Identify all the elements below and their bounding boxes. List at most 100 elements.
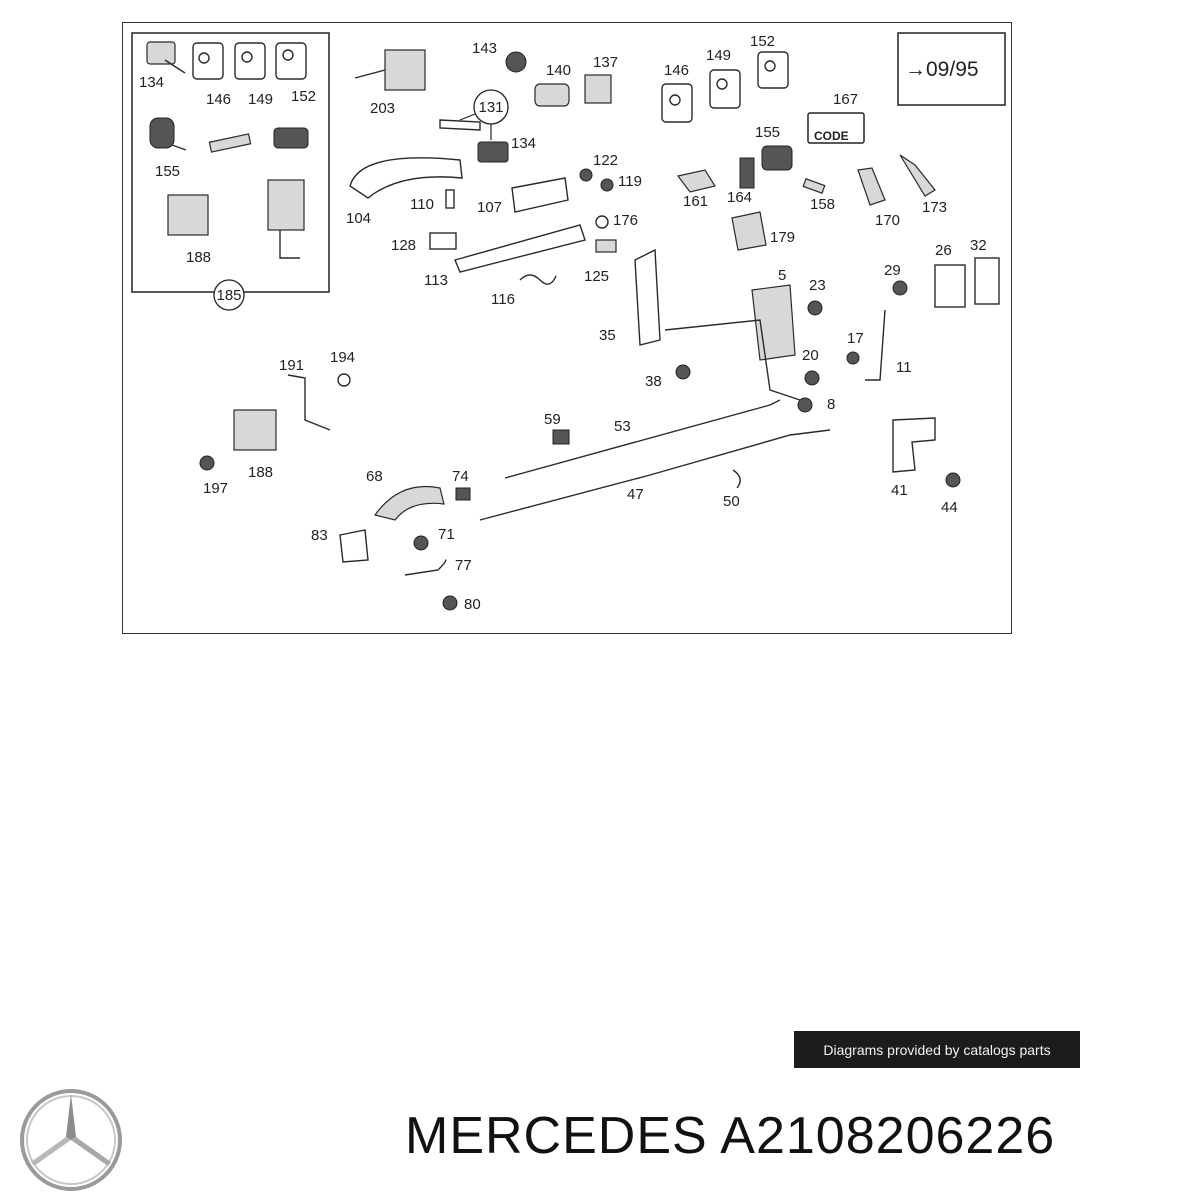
part-label-155a: 155 [155, 163, 180, 180]
part-label-50: 50 [723, 493, 740, 510]
part-158-pin [802, 178, 826, 194]
part-label-167: 167 [833, 91, 858, 108]
part-152-key [757, 51, 789, 89]
code-plate [807, 112, 865, 144]
part-switch-inset [273, 127, 309, 149]
part-key-inset-149 [234, 42, 266, 80]
part-label-197: 197 [203, 480, 228, 497]
mercedes-star-icon [20, 1089, 122, 1191]
part-label-26: 26 [935, 242, 952, 259]
part-170-lever [857, 167, 886, 206]
part-203-actuator [354, 49, 426, 91]
part-125-bolt [595, 239, 617, 253]
part-140-cover [534, 83, 570, 107]
part-53-cable [504, 399, 781, 479]
part-label-179: 179 [770, 229, 795, 246]
part-173-lever [899, 154, 936, 197]
part-label-20: 20 [802, 347, 819, 364]
part-label-137: 137 [593, 54, 618, 71]
part-label-152b: 152 [750, 33, 775, 50]
part-label-191: 191 [279, 357, 304, 374]
part-label-173: 173 [922, 199, 947, 216]
part-164-key-blank [739, 157, 755, 189]
part-lock-mechanism-inset [267, 179, 305, 259]
part-label-125: 125 [584, 268, 609, 285]
part-label-53: 53 [614, 418, 631, 435]
part-149-key [709, 69, 741, 109]
part-label-71: 71 [438, 526, 455, 543]
part-label-194: 194 [330, 349, 355, 366]
part-label-140: 140 [546, 62, 571, 79]
part-label-74: 74 [452, 468, 469, 485]
part-label-44: 44 [941, 499, 958, 516]
part-47-cable [479, 429, 831, 521]
part-5-lock [751, 284, 796, 361]
part-label-68: 68 [366, 468, 383, 485]
part-cylinder-inset [208, 133, 252, 153]
part-label-8: 8 [827, 396, 835, 413]
part-label-59: 59 [544, 411, 561, 428]
part-35-bracket [634, 248, 661, 346]
part-113-carrier [454, 224, 586, 273]
part-41-latch [892, 417, 936, 473]
part-119-screw [600, 178, 614, 192]
part-194-nut [337, 373, 351, 387]
part-116-spring [519, 274, 557, 285]
part-key-inset-152 [275, 42, 307, 80]
part-label-77: 77 [455, 557, 472, 574]
date-code-label: →09/95 [905, 58, 979, 81]
brand-part-title: MERCEDES A2108206226 [405, 1107, 1056, 1165]
part-label-146b: 146 [664, 62, 689, 79]
inset-callout-label: 185 [216, 287, 241, 304]
part-label-104: 104 [346, 210, 371, 227]
callout-131-label: 131 [478, 99, 503, 116]
part-110-pin [445, 189, 455, 209]
part-label-32: 32 [970, 237, 987, 254]
code-plate-label: CODE [814, 129, 849, 143]
part-74-clip [455, 487, 471, 501]
part-143-cap [505, 51, 527, 73]
part-32-plate [974, 257, 1000, 305]
part-68-inner-handle [373, 485, 445, 521]
part-128-cover [429, 232, 457, 250]
part-122-screw [579, 168, 593, 182]
part-label-158: 158 [810, 196, 835, 213]
part-label-83: 83 [311, 527, 328, 544]
part-lock-cylinder-inset [146, 41, 186, 74]
part-155-remote [761, 145, 793, 171]
part-11-rod [865, 309, 886, 381]
part-71-screw [413, 535, 429, 551]
part-label-188a: 188 [186, 249, 211, 266]
part-label-143: 143 [472, 40, 497, 57]
part-label-41: 41 [891, 482, 908, 499]
part-label-29: 29 [884, 262, 901, 279]
part-control-unit-inset [167, 194, 209, 236]
part-137-clip [584, 74, 612, 104]
part-146-key [661, 83, 693, 123]
part-label-149a: 149 [248, 91, 273, 108]
part-label-122: 122 [593, 152, 618, 169]
part-label-128: 128 [391, 237, 416, 254]
part-label-161: 161 [683, 193, 708, 210]
part-label-149b: 149 [706, 47, 731, 64]
part-label-146a: 146 [206, 91, 231, 108]
part-label-155b: 155 [755, 124, 780, 141]
part-20-screw [804, 370, 820, 386]
part-179-plate [731, 211, 767, 251]
date-code-box [897, 32, 1006, 106]
part-26-striker [934, 264, 966, 308]
part-191-bracket [287, 374, 331, 431]
part-17-switch [846, 351, 860, 365]
part-label-164: 164 [727, 189, 752, 206]
part-label-23: 23 [809, 277, 826, 294]
part-50-clip [732, 469, 741, 489]
part-label-5: 5 [778, 267, 786, 284]
part-38-screw [675, 364, 691, 380]
part-key-inset-146 [192, 42, 224, 80]
part-8-connector [797, 397, 813, 413]
part-107-gasket [511, 177, 569, 213]
part-131-key [439, 119, 481, 131]
part-label-17: 17 [847, 330, 864, 347]
